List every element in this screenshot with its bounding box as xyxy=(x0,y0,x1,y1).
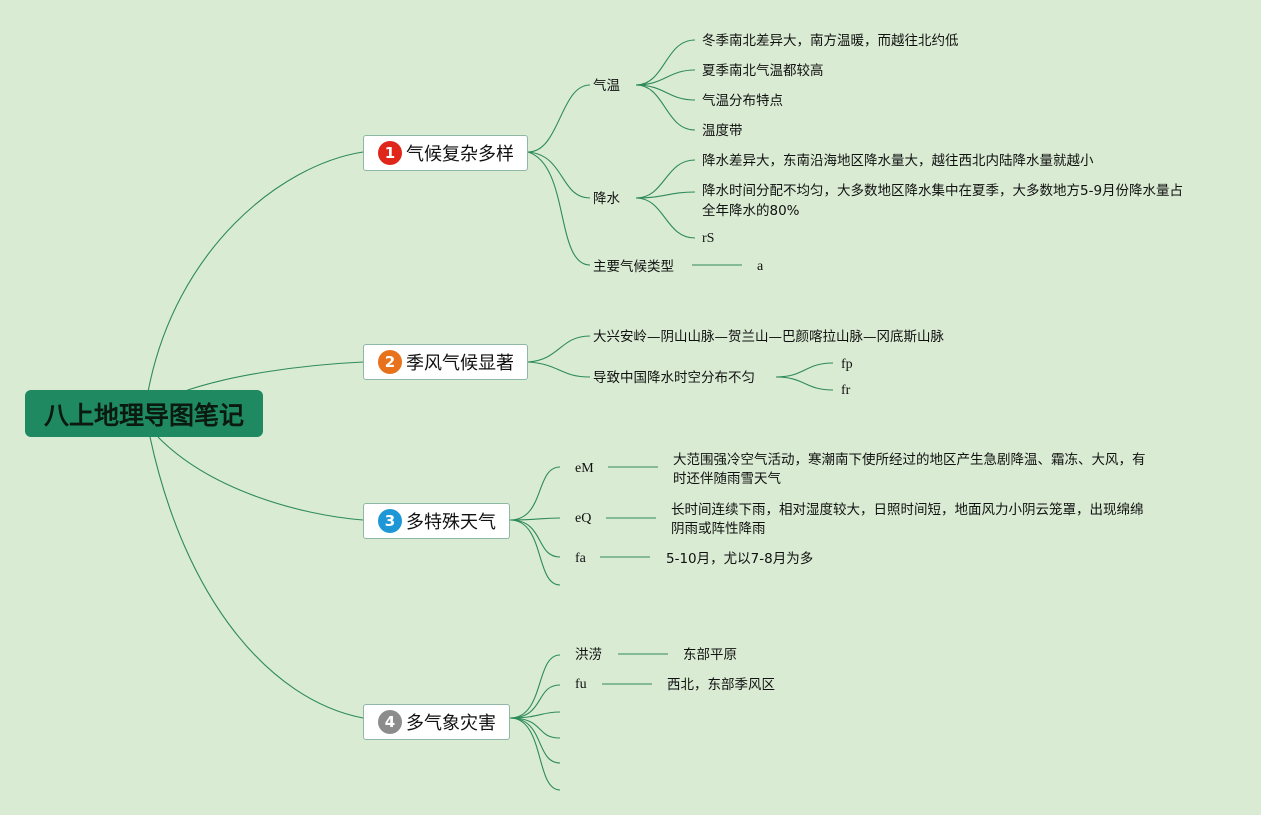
subtopic[interactable]: fr xyxy=(841,383,851,398)
subtopic[interactable]: 长时间连续下雨，相对湿度较大，日照时间短，地面风力小阴云笼罩，出现绵绵 xyxy=(671,502,1144,518)
subtopic[interactable]: 冬季南北差异大，南方温暖，而越往北约低 xyxy=(702,33,959,49)
subtopic[interactable]: 5-10月，尤以7-8月为多 xyxy=(666,551,814,567)
badge-2: 2 xyxy=(378,350,402,374)
root-node[interactable]: 八上地理导图笔记 xyxy=(25,390,263,437)
subtopic-continued: 时还伴随雨雪天气 xyxy=(673,471,781,487)
subtopic[interactable]: 东部平原 xyxy=(683,647,737,663)
subtopic-continued: 全年降水的80% xyxy=(702,203,800,219)
topic-precipitation[interactable]: 降水 xyxy=(593,191,620,207)
subtopic[interactable]: fp xyxy=(841,357,853,372)
badge-1: 1 xyxy=(378,141,402,165)
subtopic-continued: 阴雨或阵性降雨 xyxy=(671,521,766,537)
subtopic[interactable]: 大范围强冷空气活动，寒潮南下使所经过的地区产生急剧降温、霜冻、大风，有 xyxy=(673,452,1146,468)
branch-label: 多特殊天气 xyxy=(406,512,496,533)
topic-temperature[interactable]: 气温 xyxy=(593,78,620,94)
subtopic[interactable]: 降水差异大，东南沿海地区降水量大，越往西北内陆降水量就越小 xyxy=(702,153,1094,169)
branch-node-2[interactable]: 2 季风气候显著 xyxy=(363,344,528,380)
badge-3: 3 xyxy=(378,509,402,533)
branch-label: 多气象灾害 xyxy=(406,713,496,734)
branch-label: 季风气候显著 xyxy=(406,353,514,374)
subtopic[interactable]: 温度带 xyxy=(702,123,743,139)
subtopic[interactable]: rS xyxy=(702,231,715,246)
branch-node-1[interactable]: 1 气候复杂多样 xyxy=(363,135,528,171)
branch-label: 气候复杂多样 xyxy=(406,144,514,165)
topic[interactable]: eQ xyxy=(575,511,592,526)
subtopic[interactable]: 夏季南北气温都较高 xyxy=(702,63,824,79)
topic[interactable]: fa xyxy=(575,551,586,566)
branch-node-3[interactable]: 3 多特殊天气 xyxy=(363,503,510,539)
subtopic[interactable]: a xyxy=(757,259,764,274)
topic[interactable]: eM xyxy=(575,461,594,476)
branch-node-4[interactable]: 4 多气象灾害 xyxy=(363,704,510,740)
subtopic[interactable]: 西北，东部季风区 xyxy=(667,677,775,693)
topic-flood[interactable]: 洪涝 xyxy=(575,647,602,663)
subtopic[interactable]: 气温分布特点 xyxy=(702,93,783,109)
topic-uneven-rainfall[interactable]: 导致中国降水时空分布不匀 xyxy=(593,370,755,386)
topic-mountain-line[interactable]: 大兴安岭—阴山山脉—贺兰山—巴颜喀拉山脉—冈底斯山脉 xyxy=(593,329,944,345)
subtopic[interactable]: 降水时间分配不均匀，大多数地区降水集中在夏季，大多数地方5-9月份降水量占 xyxy=(702,183,1184,199)
topic-climate-types[interactable]: 主要气候类型 xyxy=(593,259,674,275)
badge-4: 4 xyxy=(378,710,402,734)
root-title: 八上地理导图笔记 xyxy=(43,400,244,430)
topic[interactable]: fu xyxy=(575,677,587,692)
